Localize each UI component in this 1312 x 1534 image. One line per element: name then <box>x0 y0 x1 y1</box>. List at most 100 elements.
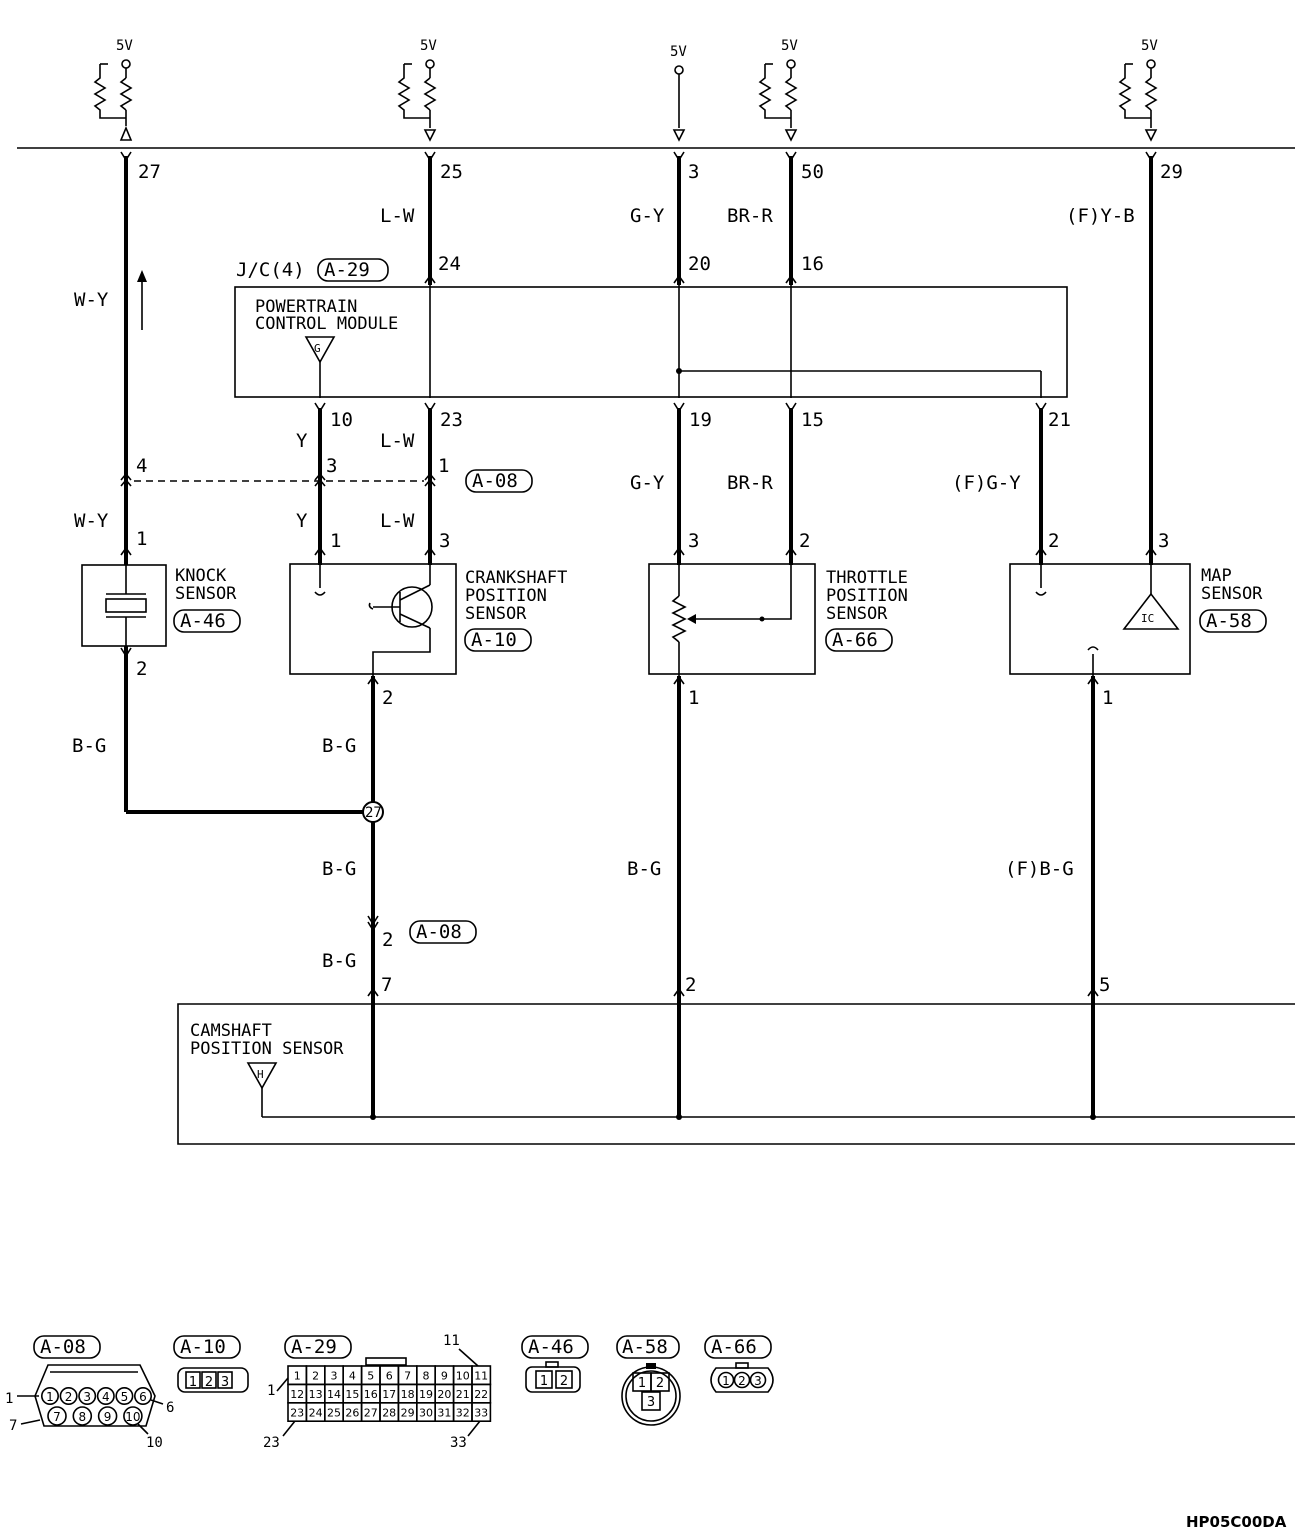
crank-connector-badge <box>464 628 532 652</box>
tps-pin-3: 3 <box>688 530 699 552</box>
wire-color-y-upper: Y <box>296 430 308 452</box>
cam-pin-2: 2 <box>685 974 696 996</box>
pin-number: 10 <box>456 1370 470 1383</box>
piezo-element-icon <box>105 598 147 613</box>
knock-title-line1: KNOCK <box>175 566 227 586</box>
knock-connector-badge <box>173 609 241 633</box>
wire-color-lw-upper: L-W <box>380 205 415 227</box>
pin-cavity <box>650 1372 670 1392</box>
pcm-pin-21: 21 <box>1048 409 1071 431</box>
tps-title-line1: THROTTLE <box>826 568 908 588</box>
pin-cavity <box>217 1371 233 1389</box>
cam-ground-symbol: H <box>257 1068 264 1081</box>
pin-cavity <box>185 1371 201 1389</box>
jc-connector-badge <box>317 258 389 282</box>
pin-number: 9 <box>104 1410 112 1424</box>
pin-cavity <box>97 1406 118 1426</box>
crank-title-line1: CRANKSHAFT <box>465 568 567 588</box>
wire-color-gy-lower: G-Y <box>630 472 665 494</box>
pin-number: 7 <box>404 1370 411 1383</box>
pin-number: 6 <box>386 1370 393 1383</box>
pin-number: 4 <box>349 1370 356 1383</box>
tps-connector-code: A-66 <box>832 629 878 651</box>
diagram-code: HP05C00DA <box>1186 1513 1287 1531</box>
pin-number: 32 <box>456 1406 470 1419</box>
a58-view-label: A-58 <box>622 1336 668 1358</box>
a08-callout-6: 6 <box>166 1400 174 1416</box>
pin-number: 2 <box>656 1376 664 1391</box>
pin-cavity <box>749 1371 767 1389</box>
wire-color-bg-cam: B-G <box>322 950 356 972</box>
tps-connector-badge <box>825 628 893 652</box>
crank-pin-3: 3 <box>439 530 450 552</box>
junction-connector-badge <box>465 469 533 493</box>
voltage-label: 5V <box>116 38 133 54</box>
crank-title-line2: POSITION <box>465 586 547 606</box>
pin-number: 1 <box>294 1370 301 1383</box>
wire-color-wy-lower: W-Y <box>74 510 109 532</box>
pin-25: 25 <box>440 161 463 183</box>
wire-color-bg-splice: B-G <box>322 858 356 880</box>
pin-number: 19 <box>419 1388 433 1401</box>
pin-number: 1 <box>638 1376 646 1391</box>
supply-3: 5V <box>670 44 687 142</box>
pin-cavity <box>47 1406 67 1426</box>
pin-3: 3 <box>688 161 699 183</box>
map-ic-label: IC <box>1141 612 1154 625</box>
junction-pin-1: 1 <box>438 455 449 477</box>
pin-number: 24 <box>309 1406 323 1419</box>
connector-marks <box>120 151 1157 997</box>
pin-cavity <box>134 1387 153 1406</box>
lower-a08-code: A-08 <box>416 921 462 943</box>
ground-splice-icon <box>362 801 384 823</box>
tps-box <box>648 563 816 675</box>
pcm-ground-symbol: G <box>314 342 321 355</box>
pin-27: 27 <box>138 161 161 183</box>
pin-cavity <box>40 1387 59 1406</box>
pin-number: 10 <box>125 1410 140 1424</box>
junction-pin-3: 3 <box>326 455 337 477</box>
voltage-label: 5V <box>1141 38 1158 54</box>
pin-number: 1 <box>189 1375 197 1390</box>
pin-number: 2 <box>738 1374 746 1388</box>
a66-view-label: A-66 <box>711 1336 757 1358</box>
a66-housing-icon <box>710 1367 774 1393</box>
a29-callout-1: 1 <box>267 1383 275 1399</box>
ground-splice-number: 27 <box>365 805 382 821</box>
pin-cavity <box>78 1387 97 1406</box>
pin-cavity <box>201 1371 217 1389</box>
map-connector-badge <box>1199 609 1267 633</box>
a08-callout-7: 7 <box>9 1418 17 1434</box>
knock-sensor-box <box>81 564 167 647</box>
pcm-pin-23: 23 <box>440 409 463 431</box>
map-pin-1: 1 <box>1102 687 1113 709</box>
map-title-line1: MAP <box>1201 566 1232 586</box>
ic-triangle-icon <box>1122 592 1180 630</box>
knock-pin-1: 1 <box>136 528 147 550</box>
pin-number: 7 <box>53 1410 61 1424</box>
pin-number: 33 <box>474 1406 488 1419</box>
pin-cavity <box>717 1371 735 1389</box>
pin-number: 2 <box>65 1390 73 1404</box>
pin-cavity <box>555 1370 573 1389</box>
pin-number: 20 <box>437 1388 451 1401</box>
pin-50: 50 <box>801 161 824 183</box>
pin-number: 2 <box>205 1375 213 1390</box>
a08-callout-10: 10 <box>146 1435 163 1451</box>
pin-number: 3 <box>754 1374 762 1388</box>
pin-cavity <box>733 1371 751 1389</box>
jc-pin-16: 16 <box>801 253 824 275</box>
voltage-label: 5V <box>781 38 798 54</box>
tps-pin-1: 1 <box>688 687 699 709</box>
pin-number: 14 <box>327 1388 341 1401</box>
jc-label: J/C(4) <box>236 259 305 281</box>
pin-number: 3 <box>331 1370 338 1383</box>
pin-number: 12 <box>290 1388 304 1401</box>
